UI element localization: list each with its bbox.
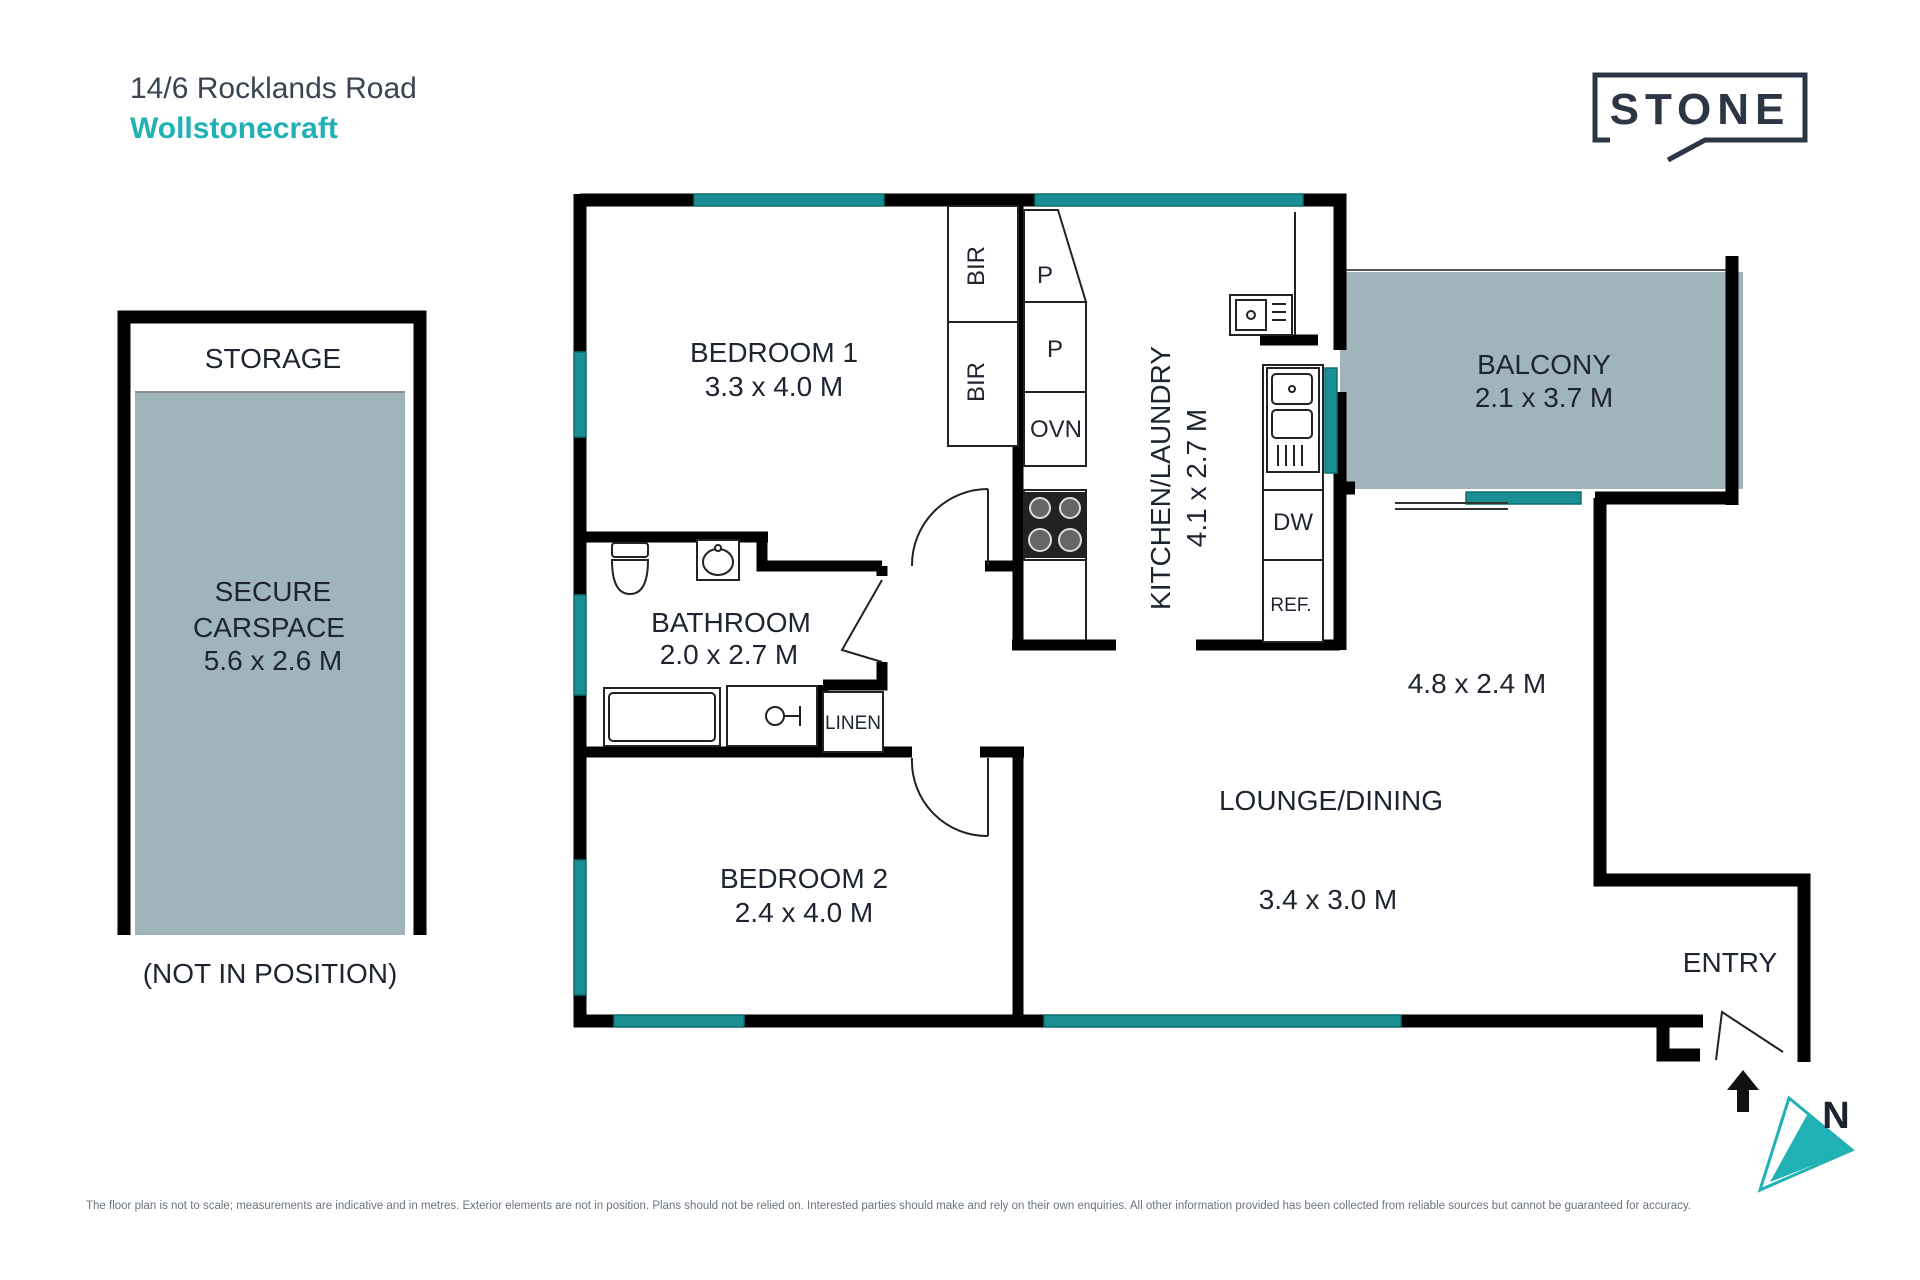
balcony-sliding-door xyxy=(1395,502,1508,510)
label-bathroom: BATHROOM xyxy=(651,607,811,638)
brand-name: STONE xyxy=(1610,85,1791,134)
label-bedroom-2-size: 2.4 x 4.0 M xyxy=(735,897,874,928)
disclaimer: The floor plan is not to scale; measurem… xyxy=(86,1200,1691,1212)
label-kitchen-size: 4.1 x 2.7 M xyxy=(1181,409,1212,548)
label-carspace-1: SECURE xyxy=(215,576,332,607)
basin-icon xyxy=(696,539,740,581)
bathtub-icon xyxy=(603,687,721,747)
address-suburb: Wollstonecraft xyxy=(130,112,338,145)
stone-logo: STONE xyxy=(1592,72,1808,163)
label-oven: OVN xyxy=(1030,416,1082,443)
linen-cupboard xyxy=(822,691,884,753)
laundry-tub-icon xyxy=(1229,294,1293,336)
label-pantry-1: P xyxy=(1037,262,1053,289)
compass-label: N xyxy=(1822,1095,1849,1137)
label-dishwasher: DW xyxy=(1273,509,1313,536)
label-carspace-note: (NOT IN POSITION) xyxy=(143,958,398,989)
carspace xyxy=(117,310,427,935)
cooktop-icon xyxy=(1024,492,1086,558)
label-pantry-2: P xyxy=(1047,336,1063,363)
label-bathroom-size: 2.0 x 2.7 M xyxy=(660,639,799,670)
label-balcony-size: 2.1 x 3.7 M xyxy=(1475,382,1614,413)
address-street: 14/6 Rocklands Road xyxy=(130,72,417,105)
label-fridge: REF. xyxy=(1270,595,1311,616)
kitchen-sink-icon xyxy=(1266,367,1320,473)
north-arrow-icon xyxy=(1757,1095,1855,1193)
label-bedroom-2: BEDROOM 2 xyxy=(720,863,888,894)
label-storage: STORAGE xyxy=(205,343,341,374)
label-linen: LINEN xyxy=(825,713,881,734)
label-kitchen: KITCHEN/LAUNDRY xyxy=(1145,346,1176,610)
label-bir-1: BIR xyxy=(963,246,990,286)
label-entry: ENTRY xyxy=(1683,947,1778,978)
label-bir-2: BIR xyxy=(963,362,990,402)
label-bedroom-1-size: 3.3 x 4.0 M xyxy=(705,371,844,402)
label-balcony: BALCONY xyxy=(1477,349,1611,380)
label-carspace-size: 5.6 x 2.6 M xyxy=(204,645,343,676)
label-bedroom-1: BEDROOM 1 xyxy=(690,337,858,368)
entry-arrow-icon xyxy=(1727,1070,1759,1112)
shower-icon xyxy=(726,685,818,747)
windows xyxy=(573,193,1582,1028)
label-carspace-2: CARSPACE xyxy=(193,612,345,643)
balcony xyxy=(1340,256,1743,505)
toilet-icon xyxy=(610,542,650,596)
label-lounge-dining: LOUNGE/DINING xyxy=(1219,785,1443,816)
label-lounge-size: 3.4 x 3.0 M xyxy=(1259,884,1398,915)
built-in-robes xyxy=(947,205,1019,447)
label-dining-size: 4.8 x 2.4 M xyxy=(1408,668,1547,699)
doors xyxy=(840,488,1784,1061)
